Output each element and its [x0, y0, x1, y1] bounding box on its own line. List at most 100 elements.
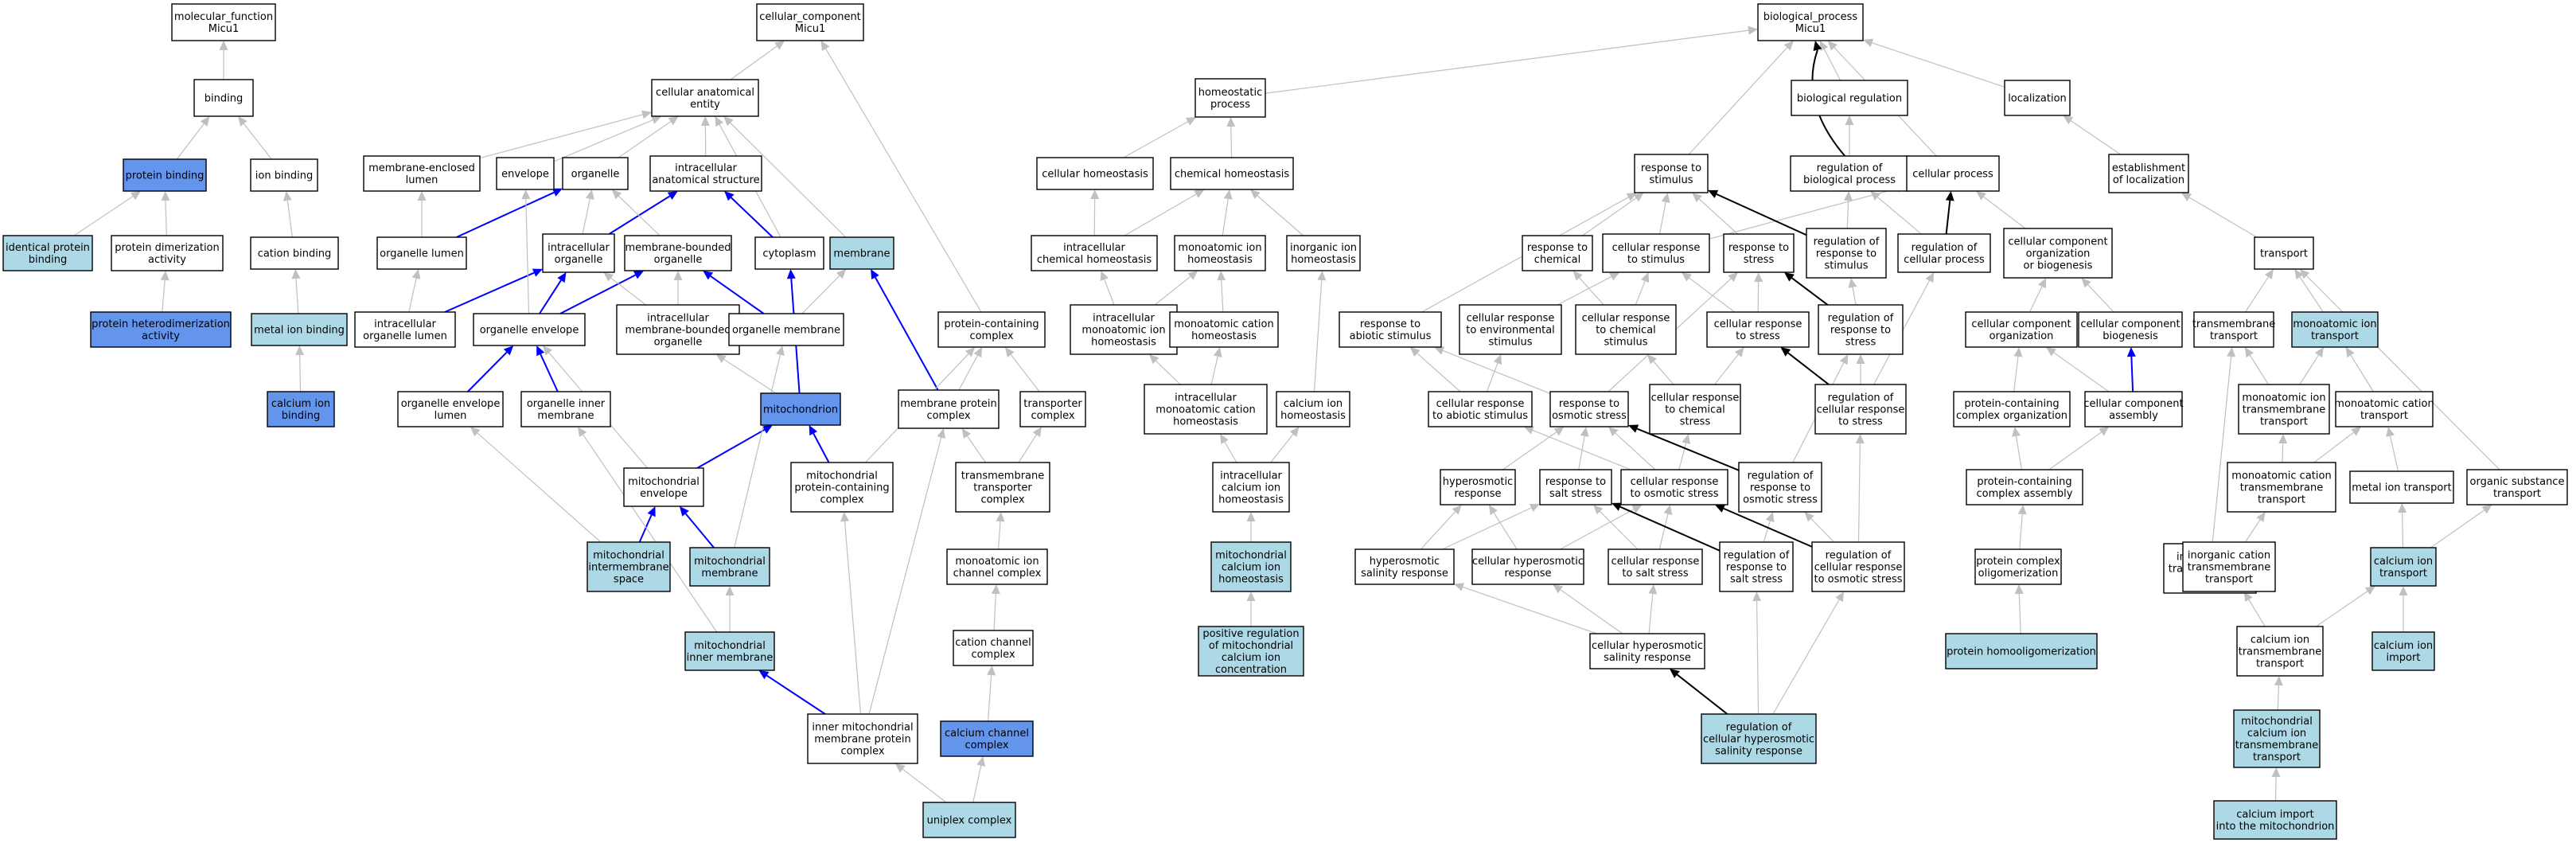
node-organelle-membrane[interactable]: organelle membrane	[728, 313, 844, 346]
node-cellular-process[interactable]: cellular process	[1906, 155, 2000, 192]
node-chemical-homeostasis[interactable]: chemical homeostasis	[1170, 157, 1294, 190]
node-binding[interactable]: binding	[193, 79, 254, 117]
node-cellular-homeostasis[interactable]: cellular homeostasis	[1036, 157, 1154, 190]
node-metal-ion-transport[interactable]: metal ion transport	[2349, 470, 2454, 504]
node-envelope[interactable]: envelope	[496, 157, 555, 190]
node-mitochondrion[interactable]: mitochondrion	[760, 392, 841, 426]
node-organelle-envelope[interactable]: organelle envelope	[473, 313, 586, 346]
node-protein-homooligomerization[interactable]: protein homooligomerization	[1945, 633, 2098, 669]
node-transport[interactable]: transport	[2254, 236, 2314, 270]
node-ion-binding[interactable]: ion binding	[250, 158, 318, 192]
node-organelle[interactable]: organelle	[562, 157, 629, 190]
node-localization[interactable]: localization	[2004, 80, 2071, 116]
node-cytoplasm[interactable]: cytoplasm	[754, 236, 824, 270]
node-membrane[interactable]: membrane	[829, 236, 894, 270]
node-protein-binding[interactable]: protein binding	[123, 158, 207, 192]
node-uniplex-complex[interactable]: uniplex complex	[922, 802, 1016, 838]
node-metal-ion-binding[interactable]: metal ion binding	[251, 313, 348, 346]
node-cation-binding[interactable]: cation binding	[250, 236, 339, 270]
